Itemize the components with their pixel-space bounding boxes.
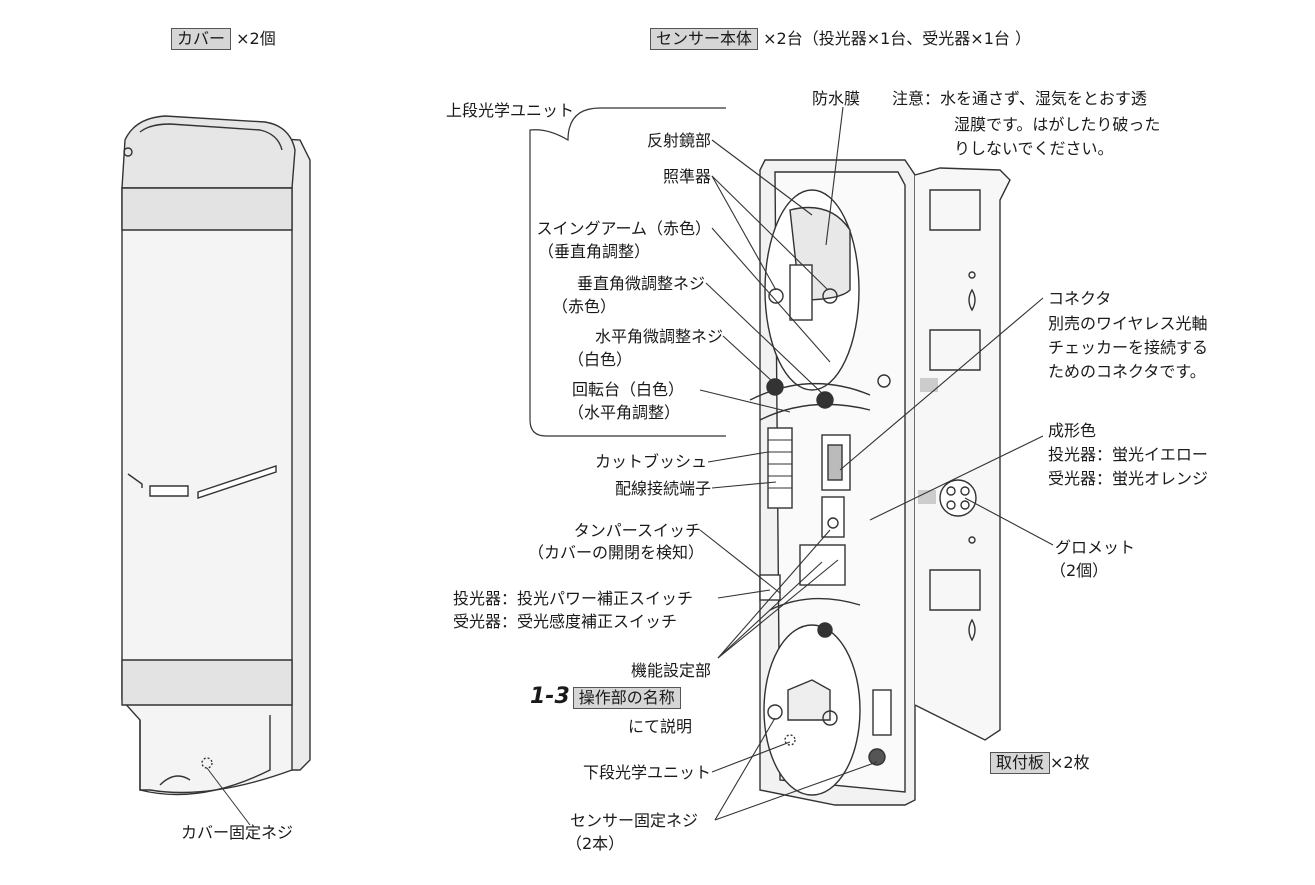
plate-heading: 取付板×2枚 xyxy=(990,752,1090,774)
connector-label-3: チェッカーを接続する xyxy=(1048,338,1209,357)
h-screw-label-2: （白色） xyxy=(568,350,633,369)
connector-label-4: ためのコネクタです。 xyxy=(1048,362,1206,381)
v-screw-label-2: （赤色） xyxy=(552,297,617,316)
membrane-label: 防水膜 xyxy=(812,89,861,108)
mounting-plate-illustration xyxy=(914,167,1011,741)
connector-label-2: 別売のワイヤレス光軸 xyxy=(1048,314,1208,333)
grommet-label-1: グロメット xyxy=(1055,538,1136,557)
cover-qty: ×2個 xyxy=(236,29,276,48)
h-screw-label-1: 水平角微調整ネジ xyxy=(594,327,723,346)
function-label: 機能設定部 xyxy=(630,661,711,680)
sensor-qty: ×2台（投光器×1台、受光器×1台 ） xyxy=(763,29,1031,48)
reflector-label: 反射鏡部 xyxy=(646,131,711,150)
cover-heading: カバー ×2個 xyxy=(171,28,276,50)
plate-qty: ×2枚 xyxy=(1050,753,1090,772)
tamper-label-2: （カバーの開閉を検知） xyxy=(528,543,705,562)
grommet-label-2: （2個） xyxy=(1050,561,1109,580)
leader-lines xyxy=(699,106,1054,821)
sensor-name-box: センサー本体 xyxy=(650,28,759,50)
upper-unit-label: 上段光学ユニット xyxy=(446,101,575,120)
sensor-body-illustration xyxy=(749,159,916,806)
receiver-color-label: 受光器：蛍光オレンジ xyxy=(1048,469,1209,488)
sensor-screw-label-2: （2本） xyxy=(566,834,625,853)
turntable-label-1: 回転台（白色） xyxy=(572,380,685,399)
caution-line-1: 注意：水を通さず、湿気をとおす透 xyxy=(892,89,1147,108)
connector-label-1: コネクタ xyxy=(1048,289,1112,308)
reference-tail: にて説明 xyxy=(628,717,693,736)
tamper-label-1: タンパースイッチ xyxy=(573,521,701,540)
cover-name-box: カバー xyxy=(171,28,232,50)
power-label-2: 受光器：受光感度補正スイッチ xyxy=(453,612,678,631)
swing-arm-label-1: スイングアーム（赤色） xyxy=(536,219,711,238)
sight-label: 照準器 xyxy=(662,167,711,186)
reference-box: 操作部の名称 xyxy=(572,687,681,709)
swing-arm-label-2: （垂直角調整） xyxy=(538,242,651,261)
molded-color-label: 成形色 xyxy=(1048,421,1097,440)
reference-number: 1-3 xyxy=(530,684,570,709)
cover-screw-label: カバー固定ネジ xyxy=(181,823,294,842)
terminal-label: 配線接続端子 xyxy=(614,479,711,498)
cover-illustration xyxy=(121,115,311,826)
caution-line-2: 湿膜です。はがしたり破った xyxy=(954,115,1161,134)
sensor-heading: センサー本体 ×2台（投光器×1台、受光器×1台 ） xyxy=(650,28,1031,50)
turntable-label-2: （水平角調整） xyxy=(568,403,681,422)
power-label-1: 投光器：投光パワー補正スイッチ xyxy=(453,589,694,608)
caution-line-3: りしないでください。 xyxy=(954,139,1114,158)
plate-name-box: 取付板 xyxy=(990,752,1051,774)
lower-unit-label: 下段光学ユニット xyxy=(582,763,711,782)
emitter-color-label: 投光器：蛍光イエロー xyxy=(1048,445,1208,464)
cut-bush-label: カットブッシュ xyxy=(594,452,707,471)
sensor-screw-label-1: センサー固定ネジ xyxy=(570,811,699,830)
v-screw-label-1: 垂直角微調整ネジ xyxy=(576,274,705,293)
